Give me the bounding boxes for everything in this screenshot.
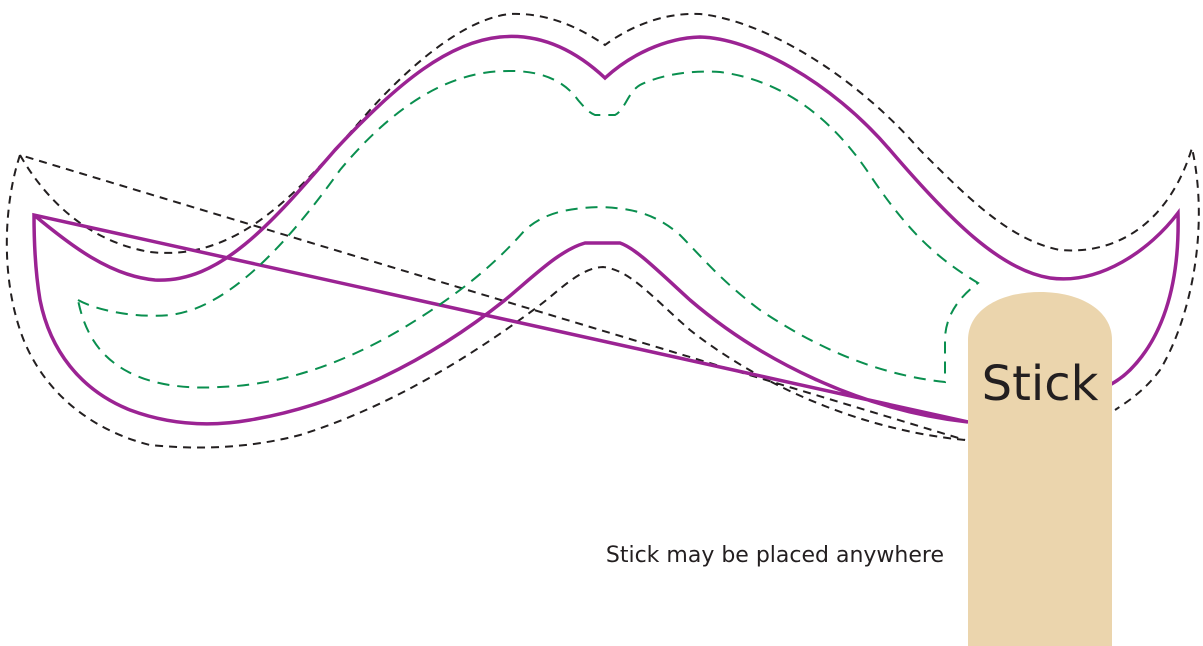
stick-shape [968, 292, 1112, 646]
outer-cut-line [5, 12, 1200, 449]
safe-area-line [76, 69, 980, 389]
stick-label: Stick [982, 356, 1099, 412]
placement-note: Stick may be placed anywhere [606, 543, 944, 568]
mustache-trim-line [32, 34, 1180, 426]
